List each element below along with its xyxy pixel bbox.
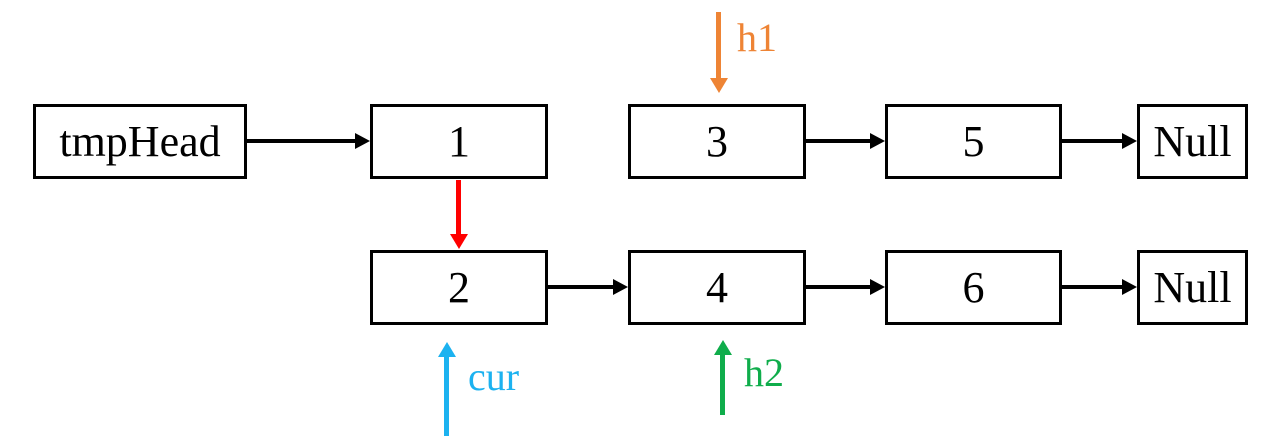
node-5: 5 — [885, 104, 1062, 179]
cur-pointer-label: cur — [468, 354, 520, 399]
node-3: 3 — [628, 104, 806, 179]
node-4-label: 4 — [706, 263, 728, 312]
node-5-label: 5 — [962, 117, 985, 166]
arrow-3-to-5 — [806, 133, 885, 149]
node-4: 4 — [628, 250, 806, 325]
arrow-5-to-null — [1062, 133, 1137, 149]
arrow-1-to-2 — [450, 180, 468, 249]
node-tmphead: tmpHead — [33, 104, 247, 179]
arrow-tmphead-to-1 — [247, 133, 370, 149]
h1-pointer-arrow — [710, 12, 728, 93]
cur-pointer-arrow — [438, 342, 456, 436]
node-1: 1 — [370, 104, 548, 179]
node-null-top: Null — [1137, 104, 1248, 179]
node-1-label: 1 — [448, 117, 470, 166]
node-null-bottom: Null — [1137, 250, 1248, 325]
node-6-label: 6 — [962, 263, 985, 312]
h2-pointer-arrow — [714, 340, 732, 415]
node-tmphead-label: tmpHead — [59, 117, 221, 166]
h1-pointer-label: h1 — [737, 15, 777, 60]
arrow-4-to-6 — [806, 279, 885, 295]
node-3-label: 3 — [706, 117, 728, 166]
arrow-2-to-4 — [548, 279, 628, 295]
node-6: 6 — [885, 250, 1062, 325]
h2-pointer-label: h2 — [744, 350, 784, 395]
arrow-6-to-null — [1062, 279, 1137, 295]
node-2: 2 — [370, 250, 548, 325]
node-2-label: 2 — [448, 263, 470, 312]
node-null-bottom-label: Null — [1153, 263, 1232, 312]
node-null-top-label: Null — [1153, 117, 1232, 166]
